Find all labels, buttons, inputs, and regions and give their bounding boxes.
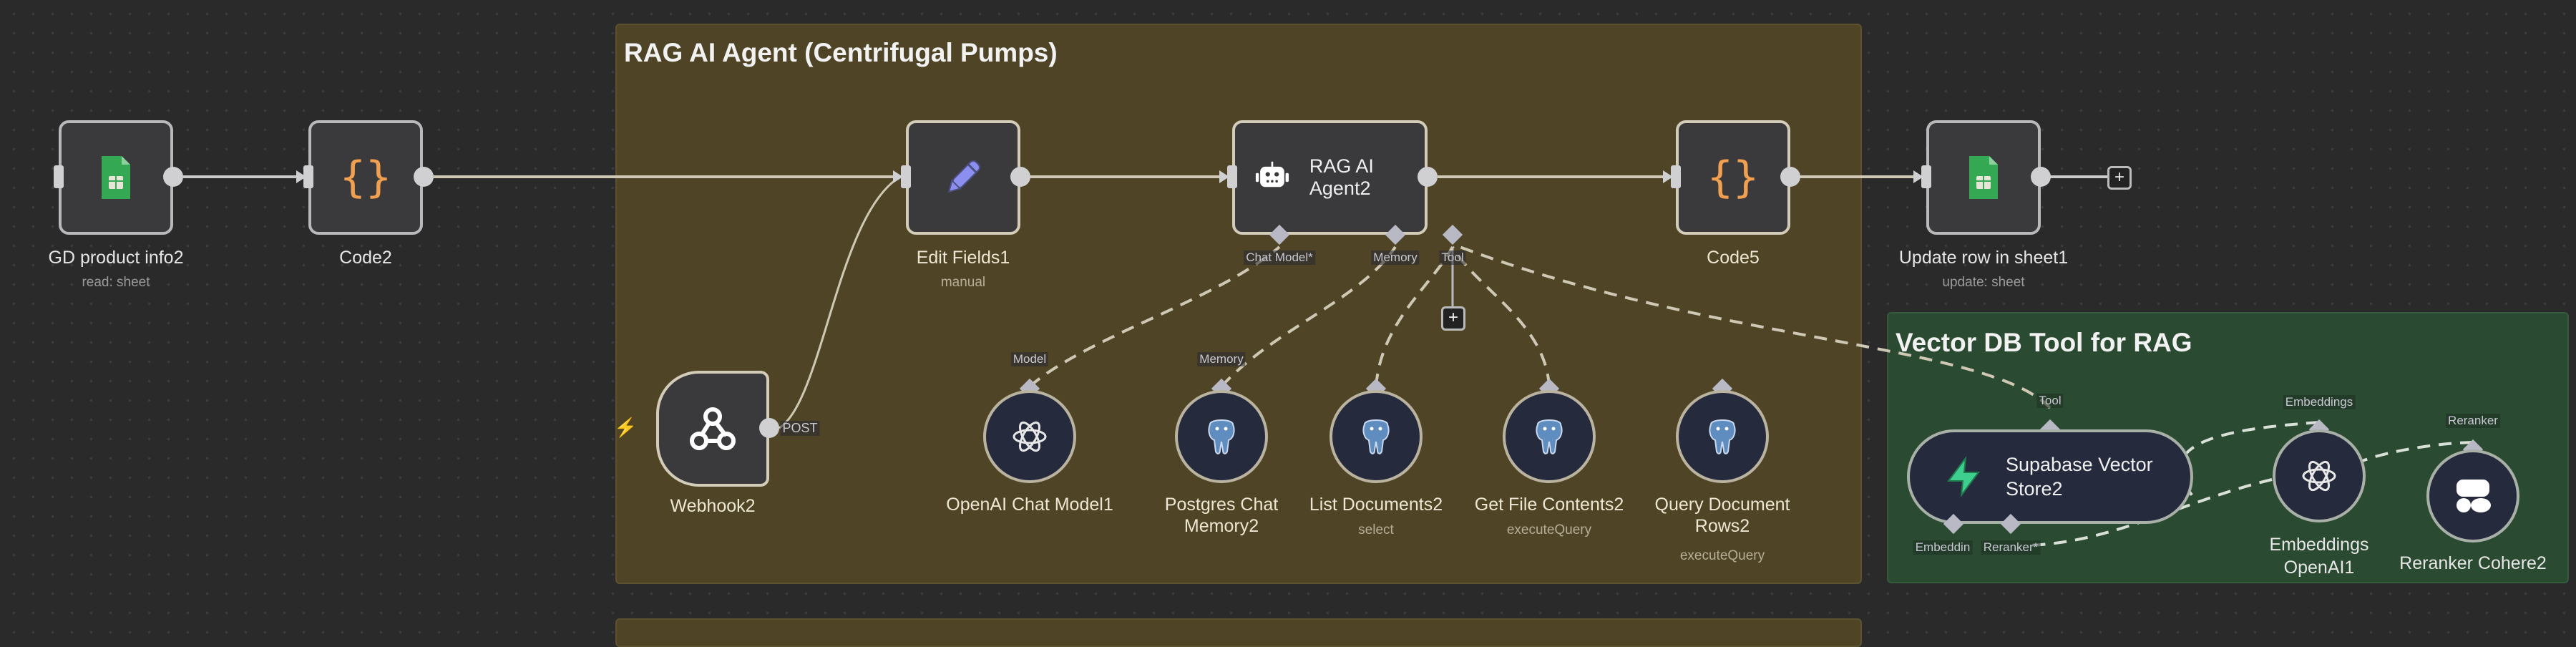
postgres-icon	[1208, 419, 1235, 454]
node-label: Get File Contents2	[1474, 495, 1624, 515]
node-subtitle: manual	[940, 275, 986, 290]
port-label-tool: Tool	[2036, 394, 2064, 408]
output-handle[interactable]	[163, 167, 183, 187]
node-label: GD product info2	[48, 248, 184, 268]
robot-icon	[1255, 161, 1289, 188]
port-label-chat-model: Chat Model*	[1244, 250, 1315, 265]
node-label: Update row in sheet1	[1898, 248, 2069, 268]
node-subtitle: update: sheet	[1942, 275, 2025, 290]
node-query-document-rows[interactable]	[1676, 390, 1769, 483]
output-handle[interactable]	[759, 418, 779, 438]
webhook-icon	[690, 407, 736, 450]
postgres-icon	[1362, 419, 1390, 454]
node-get-file-contents[interactable]	[1503, 390, 1596, 483]
port-label-reranker: Reranker*	[1981, 540, 2041, 555]
node-gd-product-info[interactable]	[59, 120, 173, 235]
node-label: Code5	[1707, 248, 1760, 268]
postgres-icon	[1709, 419, 1736, 454]
output-handle[interactable]	[1010, 167, 1030, 187]
node-code5[interactable]: {}	[1676, 120, 1790, 235]
output-handle[interactable]	[1780, 167, 1800, 187]
node-edit-fields[interactable]	[906, 120, 1020, 235]
output-handle[interactable]	[1418, 167, 1438, 187]
google-sheets-icon	[102, 156, 130, 199]
input-handle[interactable]	[1227, 165, 1237, 188]
node-label: Reranker Cohere2	[2399, 553, 2547, 573]
output-handle[interactable]	[2031, 167, 2051, 187]
port-label-embeddings: Embeddings	[2283, 395, 2356, 409]
postgres-icon	[1536, 419, 1563, 454]
node-reranker-cohere[interactable]	[2426, 449, 2519, 543]
node-subtitle: select	[1358, 522, 1394, 537]
node-label: RAG AI Agent2	[1309, 155, 1374, 199]
node-subtitle: executeQuery	[1679, 548, 1765, 563]
node-label: Supabase Vector	[2006, 454, 2153, 475]
openai-icon	[2302, 460, 2336, 492]
add-tool-button[interactable]: +	[1441, 306, 1465, 331]
code-braces-icon: {}	[1707, 152, 1760, 203]
port-label-reranker: Reranker	[2446, 414, 2500, 428]
input-handle[interactable]	[303, 165, 313, 188]
node-postgres-chat-memory[interactable]	[1175, 390, 1268, 483]
openai-icon	[1013, 421, 1047, 452]
node-label: Query Document	[1654, 495, 1790, 515]
node-update-row[interactable]	[1926, 120, 2041, 235]
node-label: Embeddings	[2269, 535, 2369, 555]
node-label: OpenAI1	[2283, 558, 2355, 578]
node-label: Edit Fields1	[916, 248, 1010, 268]
add-node-button[interactable]: +	[2107, 166, 2132, 190]
node-label: List Documents2	[1309, 495, 1443, 515]
output-label-post: POST	[780, 421, 820, 436]
sticky-title: Vector DB Tool for RAG	[1896, 328, 2192, 357]
node-code2[interactable]: {}	[308, 120, 423, 235]
input-handle[interactable]	[1671, 165, 1681, 188]
port-label-tool: Tool	[1439, 250, 1466, 265]
input-handle[interactable]	[54, 165, 64, 188]
node-embeddings-openai[interactable]	[2273, 429, 2366, 522]
node-rag-ai-agent[interactable]: RAG AI Agent2	[1232, 120, 1428, 235]
cohere-icon	[2457, 480, 2491, 512]
port-label-model: Model	[1010, 352, 1049, 366]
pencil-icon	[947, 160, 980, 193]
sticky-title: RAG AI Agent (Centrifugal Pumps)	[624, 38, 1058, 67]
port-label-memory: Memory	[1197, 352, 1246, 366]
supabase-icon	[1947, 457, 1980, 497]
port-label-embeddings: Embeddin	[1913, 540, 1973, 555]
node-label: Code2	[339, 248, 392, 268]
node-label: Webhook2	[670, 496, 756, 516]
node-webhook[interactable]	[656, 371, 769, 487]
output-handle[interactable]	[414, 167, 434, 187]
input-handle[interactable]	[901, 165, 911, 188]
code-braces-icon: {}	[339, 152, 392, 203]
node-list-documents[interactable]	[1330, 390, 1423, 483]
trigger-bolt-icon: ⚡	[614, 417, 638, 438]
input-handle[interactable]	[1921, 165, 1931, 188]
node-label: Store2	[2006, 478, 2063, 500]
node-openai-chat-model[interactable]	[983, 390, 1076, 483]
port-label-memory: Memory	[1371, 250, 1420, 265]
node-label: Postgres Chat	[1164, 495, 1279, 515]
node-label: OpenAI Chat Model1	[946, 495, 1113, 515]
node-subtitle: read: sheet	[82, 275, 150, 290]
node-label: Memory2	[1184, 516, 1259, 536]
node-label: Rows2	[1694, 516, 1750, 536]
node-subtitle: executeQuery	[1506, 522, 1592, 537]
google-sheets-icon	[1969, 156, 1998, 199]
sticky-lower[interactable]	[615, 618, 1862, 647]
node-supabase-vector-store[interactable]: Supabase Vector Store2	[1907, 429, 2193, 524]
